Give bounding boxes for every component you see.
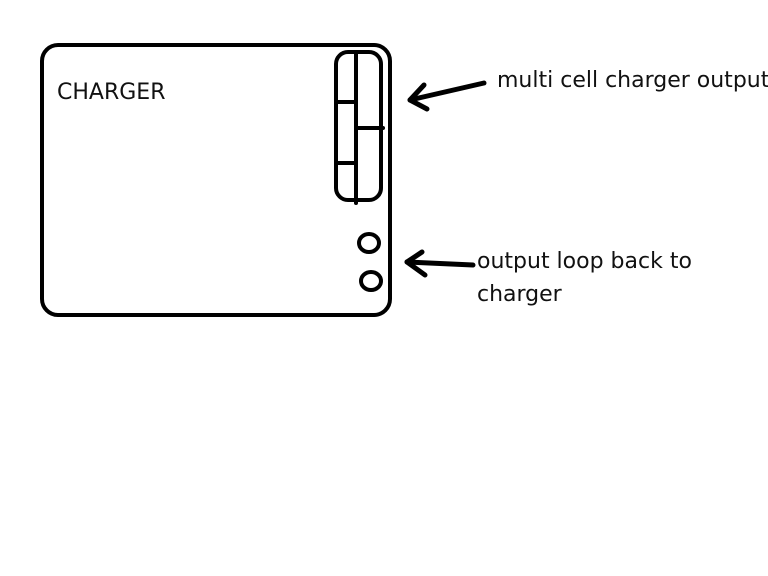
left-arrow-icon — [404, 249, 476, 278]
charger-label: CHARGER — [57, 80, 165, 105]
charger-box — [40, 43, 392, 317]
multi-cell-connector — [334, 50, 385, 205]
output-label: multi cell charger output — [497, 68, 768, 93]
loop-label-line1: output loop back to — [477, 249, 692, 274]
loop-terminal-top — [357, 232, 381, 254]
left-arrow-icon — [407, 80, 487, 112]
loop-terminal-bottom — [359, 270, 383, 292]
loop-label-line2: charger — [477, 282, 563, 307]
